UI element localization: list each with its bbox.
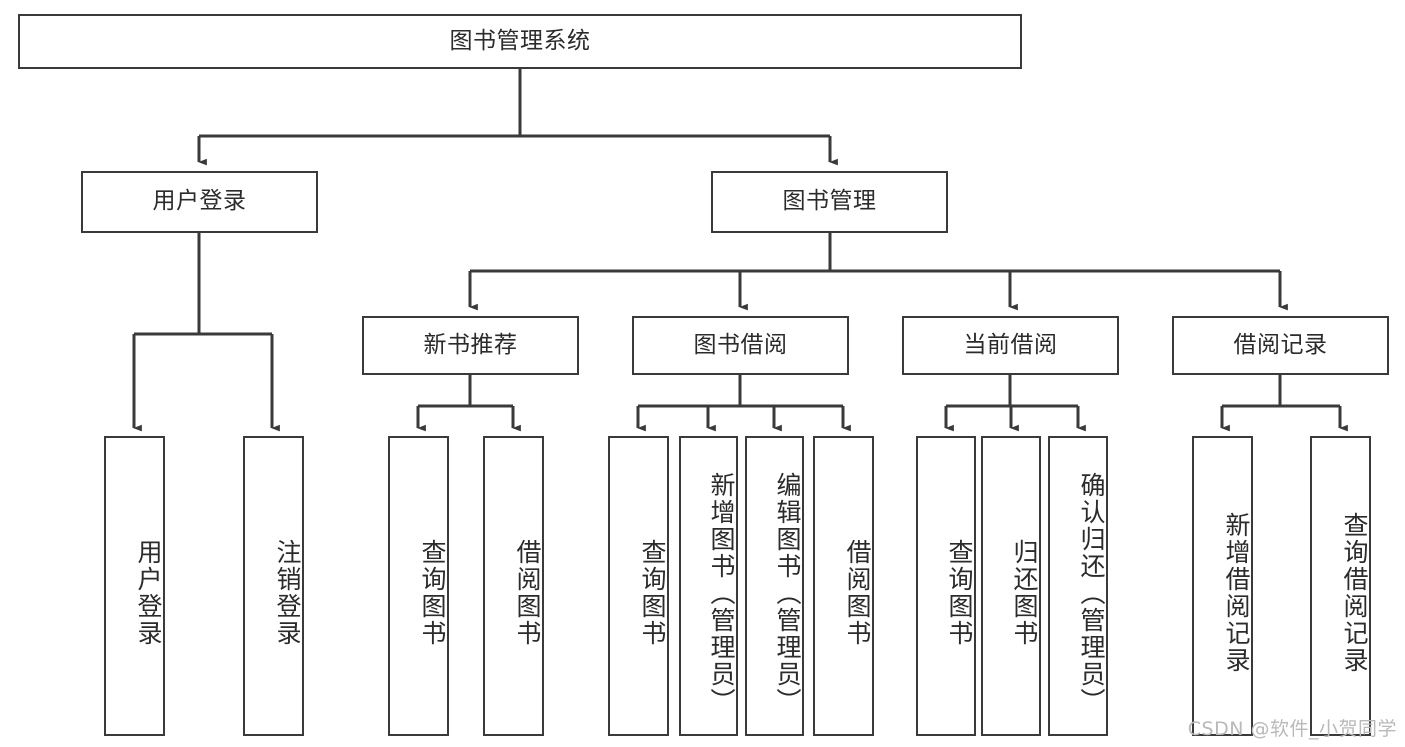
leaf-user-logout-label: 注销登录: [273, 539, 302, 647]
leaf-recommend-query-book[interactable]: 查询图书: [388, 436, 449, 736]
leaf-borrow-lend-book[interactable]: 借阅图书: [813, 436, 874, 736]
leaf-borrow-lend-book-label: 借阅图书: [843, 539, 872, 647]
leaf-user-logout[interactable]: 注销登录: [243, 436, 304, 736]
leaf-record-add[interactable]: 新增借阅记录: [1192, 436, 1253, 736]
leaf-record-query[interactable]: 查询借阅记录: [1310, 436, 1371, 736]
leaf-record-add-label: 新增借阅记录: [1222, 512, 1251, 674]
leaf-current-query-book[interactable]: 查询图书: [916, 436, 976, 736]
leaf-borrow-add-book[interactable]: 新增图书（管理员）: [679, 436, 738, 736]
leaf-record-query-label: 查询借阅记录: [1340, 512, 1369, 674]
node-book-borrow-label: 图书借阅: [693, 331, 788, 358]
node-user-login-module-label: 用户登录: [152, 188, 247, 215]
leaf-user-login[interactable]: 用户登录: [104, 436, 165, 736]
leaf-current-query-book-label: 查询图书: [945, 539, 974, 647]
node-borrow-record[interactable]: 借阅记录: [1172, 316, 1389, 375]
leaf-recommend-borrow-book[interactable]: 借阅图书: [483, 436, 544, 736]
leaf-user-login-label: 用户登录: [134, 539, 163, 647]
node-book-borrow[interactable]: 图书借阅: [632, 316, 849, 375]
leaf-borrow-query-book-label: 查询图书: [638, 539, 667, 647]
leaf-recommend-borrow-book-label: 借阅图书: [513, 539, 542, 647]
leaf-recommend-query-book-label: 查询图书: [418, 539, 447, 647]
node-root[interactable]: 图书管理系统: [18, 14, 1022, 69]
node-new-book-recommend-label: 新书推荐: [423, 331, 518, 358]
node-current-borrow[interactable]: 当前借阅: [902, 316, 1119, 375]
leaf-current-confirm-return[interactable]: 确认归还（管理员）: [1048, 436, 1108, 736]
node-user-login-module[interactable]: 用户登录: [81, 171, 318, 233]
leaf-borrow-edit-book-label: 编辑图书（管理员）: [773, 471, 802, 715]
leaf-current-return-book[interactable]: 归还图书: [981, 436, 1041, 736]
leaf-current-return-book-label: 归还图书: [1010, 539, 1039, 647]
node-root-label: 图书管理系统: [449, 27, 591, 54]
node-book-management-module[interactable]: 图书管理: [711, 171, 948, 233]
csdn-watermark: CSDN @软件_小贺同学: [1187, 718, 1397, 740]
node-book-management-module-label: 图书管理: [782, 188, 877, 215]
leaf-borrow-query-book[interactable]: 查询图书: [608, 436, 669, 736]
node-new-book-recommend[interactable]: 新书推荐: [362, 316, 579, 375]
leaf-borrow-add-book-label: 新增图书（管理员）: [707, 471, 736, 715]
node-current-borrow-label: 当前借阅: [963, 331, 1058, 358]
leaf-borrow-edit-book[interactable]: 编辑图书（管理员）: [745, 436, 804, 736]
leaf-current-confirm-return-label: 确认归还（管理员）: [1077, 471, 1106, 715]
node-borrow-record-label: 借阅记录: [1233, 331, 1328, 358]
